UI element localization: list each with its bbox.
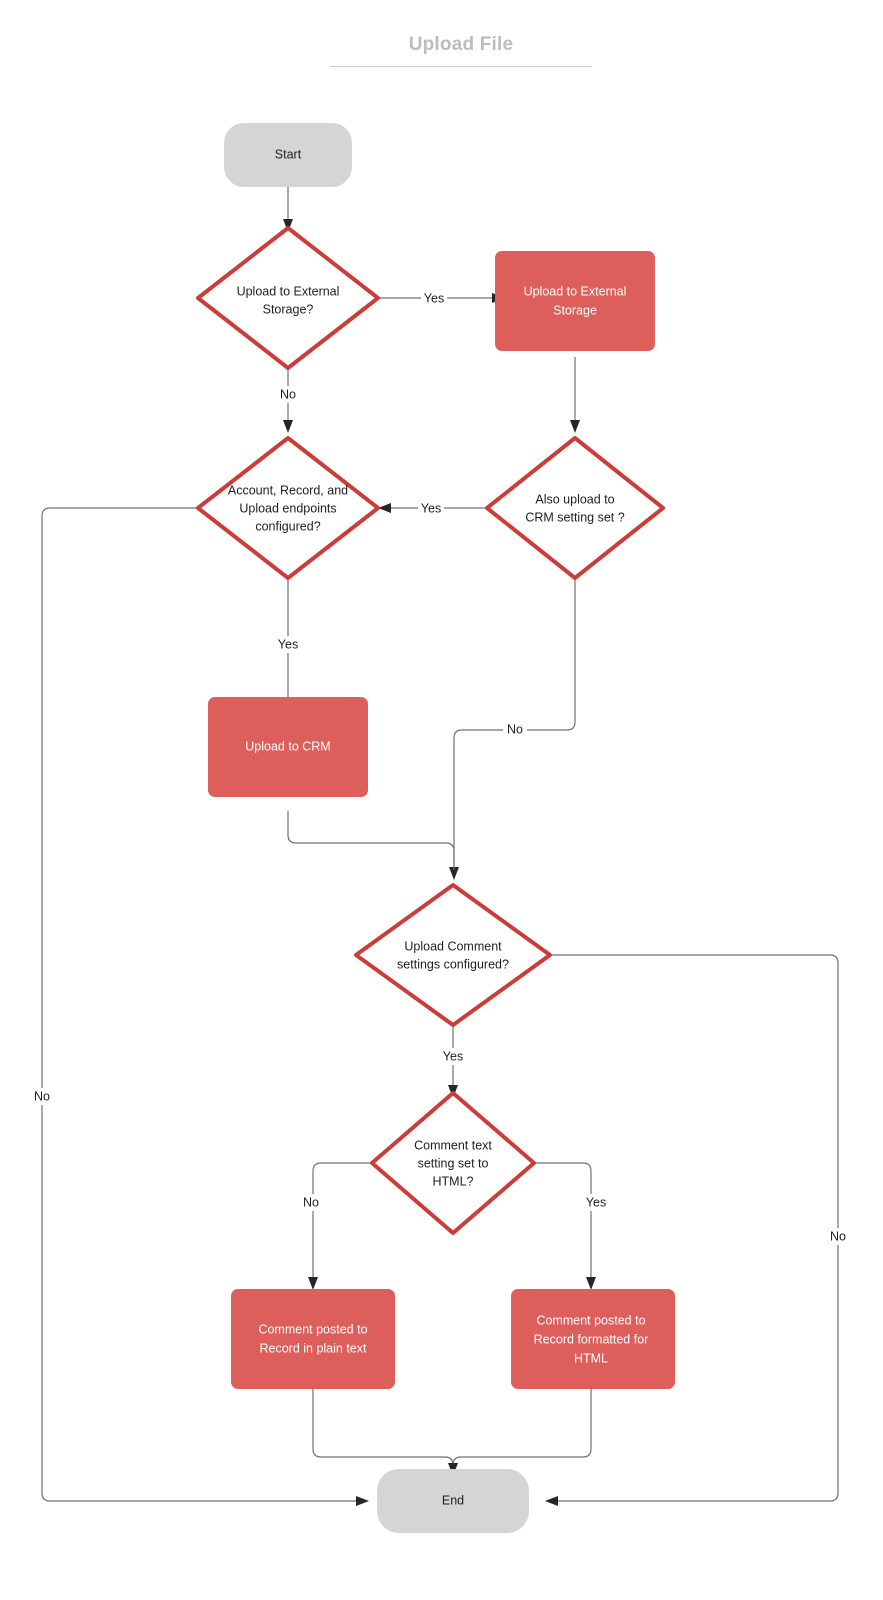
edge-label-endpoints-no: No <box>34 1089 50 1103</box>
decision-endpoints-shape[interactable] <box>196 436 380 580</box>
edge-label-also-crm-no: No <box>507 722 523 736</box>
node-decision-comment-text-html[interactable]: Comment text setting set to HTML? <box>370 1091 536 1235</box>
decision-comment-html-label-line3: HTML? <box>433 1174 474 1188</box>
node-layer: Start Upload to External Storage? Upload… <box>196 123 675 1533</box>
edge-comment-no: No <box>545 954 850 1506</box>
end-label: End <box>442 1493 464 1507</box>
edge-external-yes: Yes <box>378 289 505 306</box>
edge-also-crm-yes: Yes <box>378 499 487 516</box>
process-upload-external-label-line2: Storage <box>553 303 597 317</box>
process-comment-html-shape[interactable] <box>511 1289 675 1389</box>
node-process-upload-crm[interactable]: Upload to CRM <box>208 697 368 797</box>
edge-label-endpoints-yes: Yes <box>278 637 298 651</box>
decision-comment-settings-label-line1: Upload Comment <box>404 939 502 953</box>
node-process-comment-plain-text[interactable]: Comment posted to Record in plain text <box>231 1289 395 1389</box>
decision-upload-external-label-line2: Storage? <box>263 302 314 316</box>
edge-endpoints-yes: Yes <box>276 578 302 711</box>
process-comment-plain-label-line1: Comment posted to <box>258 1322 367 1336</box>
node-decision-endpoints-configured[interactable]: Account, Record, and Upload endpoints co… <box>196 436 380 580</box>
edge-crm-to-comment-decision <box>287 811 455 870</box>
edge-label-external-no: No <box>280 387 296 401</box>
node-decision-upload-comment-settings[interactable]: Upload Comment settings configured? <box>354 883 552 1027</box>
edge-start-to-external-decision <box>283 187 293 232</box>
decision-endpoints-label-line1: Account, Record, and <box>228 483 348 497</box>
process-upload-external-shape[interactable] <box>495 251 655 351</box>
process-upload-external-label-line1: Upload to External <box>524 284 627 298</box>
decision-endpoints-label-line2: Upload endpoints <box>239 501 336 515</box>
edge-label-comment-yes: Yes <box>443 1049 463 1063</box>
edge-label-also-crm-yes: Yes <box>421 501 441 515</box>
decision-endpoints-label-line3: configured? <box>255 519 320 533</box>
node-process-comment-html-format[interactable]: Comment posted to Record formatted for H… <box>511 1289 675 1389</box>
node-decision-also-upload-crm[interactable]: Also upload to CRM setting set ? <box>485 436 665 580</box>
edge-layer: Yes No Yes <box>30 187 850 1506</box>
node-process-upload-external-storage[interactable]: Upload to External Storage <box>495 251 655 351</box>
decision-upload-external-label-line1: Upload to External <box>237 284 340 298</box>
title-divider <box>330 66 592 67</box>
start-label: Start <box>275 147 302 161</box>
decision-comment-settings-label-line2: settings configured? <box>397 957 509 971</box>
edge-label-html-yes: Yes <box>586 1195 606 1209</box>
decision-comment-html-label-line1: Comment text <box>414 1138 492 1152</box>
edge-plain-to-end <box>312 1389 454 1466</box>
process-upload-crm-shape[interactable] <box>208 697 368 797</box>
page-title: Upload File <box>408 34 514 55</box>
edge-html-no: No <box>301 1162 372 1290</box>
start-terminal-shape[interactable] <box>224 123 352 187</box>
process-comment-plain-shape[interactable] <box>231 1289 395 1389</box>
process-comment-html-label-line3: HTML <box>574 1351 608 1365</box>
edge-html-yes: Yes <box>534 1162 610 1290</box>
edge-external-process-to-crm-decision <box>570 357 580 433</box>
edge-comment-yes: Yes <box>441 1025 467 1098</box>
node-start[interactable]: Start <box>224 123 352 187</box>
edge-endpoints-no: No <box>30 507 369 1506</box>
process-comment-plain-label-line2: Record in plain text <box>259 1341 367 1355</box>
decision-comment-settings-shape[interactable] <box>354 883 552 1027</box>
process-comment-html-label-line2: Record formatted for <box>534 1332 649 1346</box>
end-terminal-shape[interactable] <box>377 1469 529 1533</box>
node-end[interactable]: End <box>377 1469 529 1533</box>
process-comment-html-label-line1: Comment posted to <box>536 1313 645 1327</box>
edge-external-no: No <box>276 368 300 433</box>
edge-also-crm-no: No <box>449 578 576 880</box>
edge-label-comment-no: No <box>830 1229 846 1243</box>
process-upload-crm-label: Upload to CRM <box>245 739 330 753</box>
decision-also-crm-label-line2: CRM setting set ? <box>525 510 624 524</box>
decision-comment-html-label-line2: setting set to <box>418 1156 489 1170</box>
decision-also-crm-shape[interactable] <box>485 436 665 580</box>
edge-label-html-no: No <box>303 1195 319 1209</box>
edge-label-external-yes: Yes <box>424 291 444 305</box>
decision-upload-external-shape[interactable] <box>196 226 380 370</box>
decision-also-crm-label-line1: Also upload to <box>535 492 614 506</box>
decision-comment-html-shape[interactable] <box>370 1091 536 1235</box>
node-decision-upload-external-storage[interactable]: Upload to External Storage? <box>196 226 380 370</box>
edge-html-box-to-end <box>448 1389 592 1476</box>
